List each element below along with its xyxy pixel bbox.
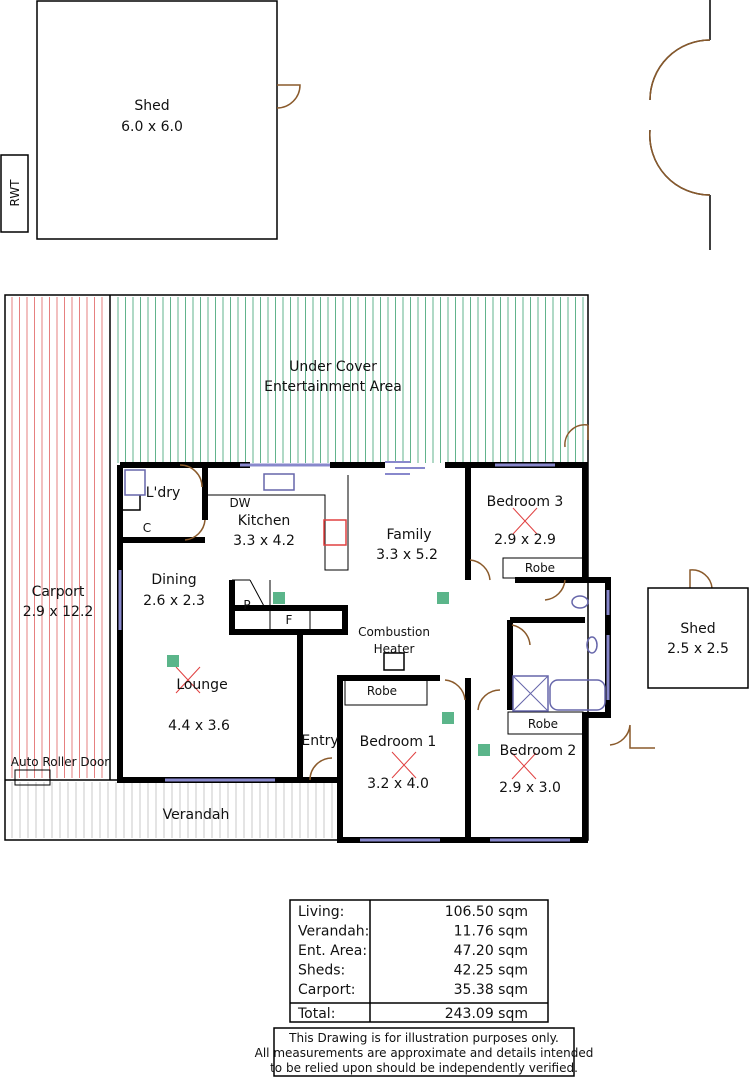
area-value: 35.38 sqm	[454, 982, 528, 998]
laundry-label: L'dry	[146, 485, 181, 501]
shed-size: 6.0 x 6.0	[121, 119, 183, 135]
carport-label: Carport	[32, 584, 85, 600]
heater-label: Combustion	[358, 625, 430, 639]
rainwater-tank	[0, 154, 29, 233]
heater-label-2: Heater	[374, 642, 415, 656]
total-label: Total:	[297, 1006, 335, 1022]
shed-small	[647, 587, 749, 689]
ent-area-label: Under Cover	[289, 359, 377, 375]
area-value: 11.76 sqm	[454, 924, 528, 940]
gate	[649, 0, 711, 250]
total-value: 243.09 sqm	[445, 1006, 528, 1022]
shed-label: Shed	[134, 98, 169, 114]
area-value: 42.25 sqm	[454, 963, 528, 979]
room-labels: Under Cover Entertainment Area Carport 2…	[11, 359, 729, 823]
area-value: 106.50 sqm	[445, 904, 528, 920]
cupboard-label: C	[143, 521, 151, 535]
verandah-label: Verandah	[163, 807, 230, 823]
dining-size: 2.6 x 2.3	[143, 593, 205, 609]
entry-label: Entry	[301, 733, 338, 749]
bedroom2-size: 2.9 x 3.0	[499, 780, 561, 796]
dishwasher-label: DW	[229, 496, 250, 510]
ent-area-label-2: Entertainment Area	[264, 379, 402, 395]
disclaimer-line: This Drawing is for illustration purpose…	[288, 1031, 559, 1045]
shed2-label: Shed	[680, 621, 715, 637]
lounge-size: 4.4 x 3.6	[168, 718, 230, 734]
area-label: Ent. Area:	[298, 943, 367, 959]
kitchen-size: 3.3 x 4.2	[233, 533, 295, 549]
disclaimer: This Drawing is for illustration purpose…	[255, 1027, 594, 1077]
door-ent	[564, 424, 589, 448]
kitchen-label: Kitchen	[238, 513, 291, 529]
area-value: 47.20 sqm	[454, 943, 528, 959]
shed-large	[36, 0, 278, 240]
rwt-label: RWT	[8, 179, 22, 207]
bedroom1-robe: Robe	[367, 684, 397, 698]
family-size: 3.3 x 5.2	[376, 547, 438, 563]
bedroom3-robe: Robe	[525, 561, 555, 575]
bedroom3-label: Bedroom 3	[487, 494, 564, 510]
area-label: Carport:	[298, 982, 356, 998]
bedroom1-size: 3.2 x 4.0	[367, 776, 429, 792]
shed2-size: 2.5 x 2.5	[667, 641, 729, 657]
door-shed	[276, 84, 301, 109]
family-label: Family	[386, 527, 431, 543]
gate-arcs	[649, 39, 711, 196]
bedroom3-size: 2.9 x 2.9	[494, 532, 556, 548]
area-label: Sheds:	[298, 963, 345, 979]
area-label: Living:	[298, 904, 344, 920]
bedroom2-robe: Robe	[528, 717, 558, 731]
bedroom2-label: Bedroom 2	[500, 743, 577, 759]
dining-label: Dining	[151, 572, 196, 588]
hatching	[11, 297, 584, 838]
area-label: Verandah:	[298, 924, 369, 940]
bedroom1-label: Bedroom 1	[360, 734, 437, 750]
pantry-label: P	[243, 598, 250, 612]
lounge-label: Lounge	[176, 677, 227, 693]
doors	[179, 464, 713, 781]
disclaimer-line: to be relied upon should be independentl…	[270, 1061, 578, 1075]
carport-size: 2.9 x 12.2	[23, 604, 94, 620]
fridge-label: F	[286, 613, 293, 627]
auto-door-label: Auto Roller Door	[11, 755, 110, 769]
disclaimer-line: All measurements are approximate and det…	[255, 1046, 594, 1060]
